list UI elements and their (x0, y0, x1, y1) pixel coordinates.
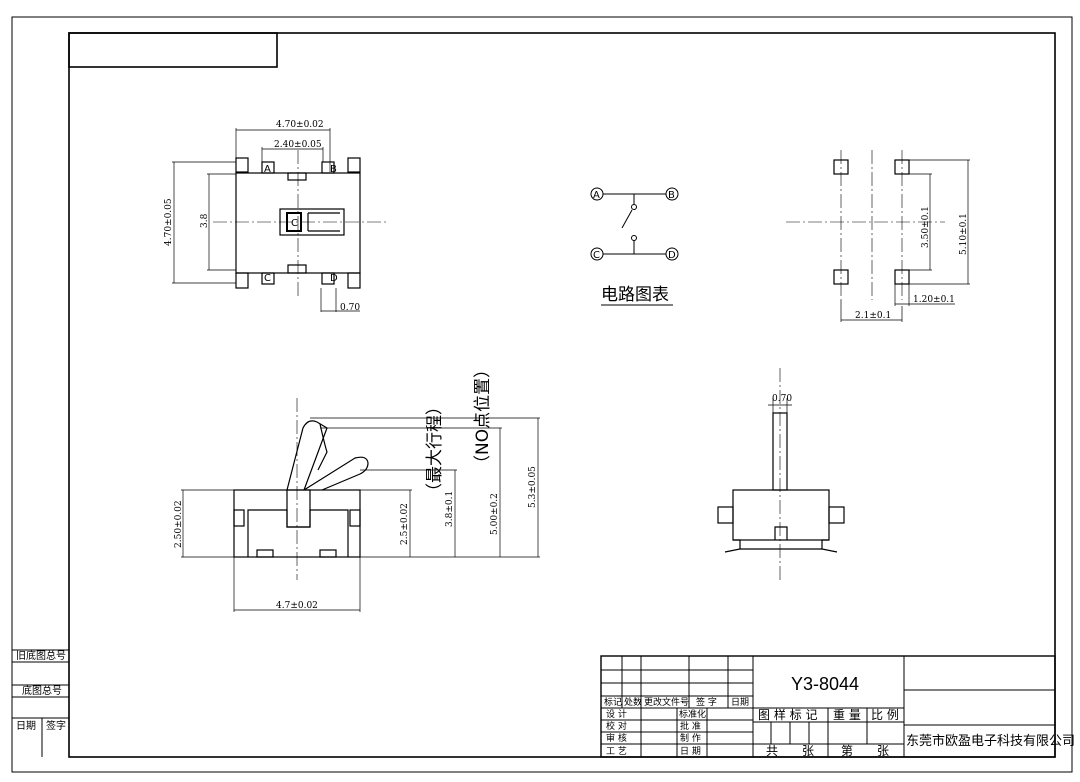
dim-fp-inner-height: 3.50±0.1 (921, 206, 931, 248)
signature-label: 签字 (46, 719, 66, 732)
circuit-node-a: A (593, 190, 600, 201)
dim-fp-pad-width: 1.20±0.1 (913, 295, 955, 305)
pin-d-label: D (330, 273, 338, 284)
circuit-node-c: C (593, 250, 600, 261)
tb-sheet-no: 第 张 (841, 744, 889, 758)
dim-top-body: 3.8 (200, 213, 210, 228)
sheet-frame (11, 16, 1073, 773)
end-view: 0.70 (717, 368, 845, 580)
dim-end-actuator: 0.70 (772, 394, 792, 404)
dim-top-height: 4.70±0.05 (164, 198, 174, 246)
circuit-node-b: B (668, 190, 675, 201)
dim-side-width: 4.7±0.02 (276, 601, 318, 611)
old-base-no-label: 旧底图总号 (16, 649, 66, 662)
base-no-label: 底图总号 (22, 684, 62, 697)
tb-total-sheets: 共 张 (766, 744, 814, 758)
dim-side-25: 2.5±0.02 (400, 503, 410, 545)
tb-company-name: 东莞市欧盈电子科技有限公司 (906, 733, 1075, 749)
pin-b-label: B (330, 164, 337, 175)
left-margin-table: 旧底图总号 底图总号 日期 签字 (12, 649, 69, 757)
tb-row-standard: 标准化 (679, 708, 706, 720)
footprint-view: 3.50±0.1 5.10±0.1 1.20±0.1 2.1±0.1 (786, 150, 970, 322)
pin-c-center-label: C (291, 218, 298, 229)
tb-row-process: 工 艺 (606, 746, 627, 757)
tb-row-audit: 审 核 (606, 732, 627, 744)
date-label: 日期 (16, 720, 36, 732)
tb-header-mark: 标记 (604, 696, 622, 708)
pin-a-label: A (264, 164, 271, 175)
tb-row-design: 设 计 (606, 708, 627, 720)
side-view: 2.50±0.02 4.7±0.02 2.5±0.02 3.8±0.1 5.00… (174, 361, 540, 612)
tb-part-number: Y3-8044 (791, 674, 859, 694)
pin-c-label: C (264, 273, 271, 284)
dim-fp-spacing: 2.1±0.1 (855, 311, 891, 321)
dim-side-50: 5.00±0.2 (490, 493, 500, 535)
dim-top-inner: 2.40±0.05 (274, 140, 322, 150)
dim-side-53: 5.3±0.05 (528, 466, 538, 508)
tb-drawing-mark: 图 样 标 记 (758, 707, 817, 722)
tb-weight: 重 量 (833, 708, 861, 722)
tb-row-date: 日 期 (680, 746, 701, 757)
tb-header-date: 日期 (731, 697, 749, 708)
dim-side-body-height: 2.50±0.02 (174, 500, 184, 548)
tb-row-approve: 批 准 (680, 720, 701, 732)
tb-header-change-no: 更改文件号 (644, 696, 689, 708)
dim-fp-outer-height: 5.10±0.1 (959, 213, 969, 255)
tb-header-sign: 签 字 (696, 696, 717, 708)
dim-top-width: 4.70±0.02 (276, 120, 324, 130)
dim-top-pad: 0.70 (340, 303, 360, 313)
circuit-diagram: A B C D 电路图表 (590, 187, 679, 306)
title-block: 标记 处数 更改文件号 签 字 日期 设 计 校 对 审 核 工 艺 标准化 批… (600, 655, 1075, 758)
circuit-node-d: D (668, 250, 676, 261)
circuit-caption: 电路图表 (601, 285, 669, 305)
note-max-travel: （最大行程） (425, 398, 445, 500)
tb-scale: 比 例 (871, 708, 899, 722)
note-no-position: （NO点位置） (473, 361, 493, 472)
tb-header-count: 处数 (624, 696, 642, 708)
dim-side-38: 3.8±0.1 (445, 491, 455, 527)
top-view: 4.70±0.02 2.40±0.05 4.70±0.05 3.8 0.70 A… (164, 120, 386, 313)
tb-row-made: 制 作 (680, 732, 701, 744)
tb-row-check: 校 对 (606, 720, 627, 732)
